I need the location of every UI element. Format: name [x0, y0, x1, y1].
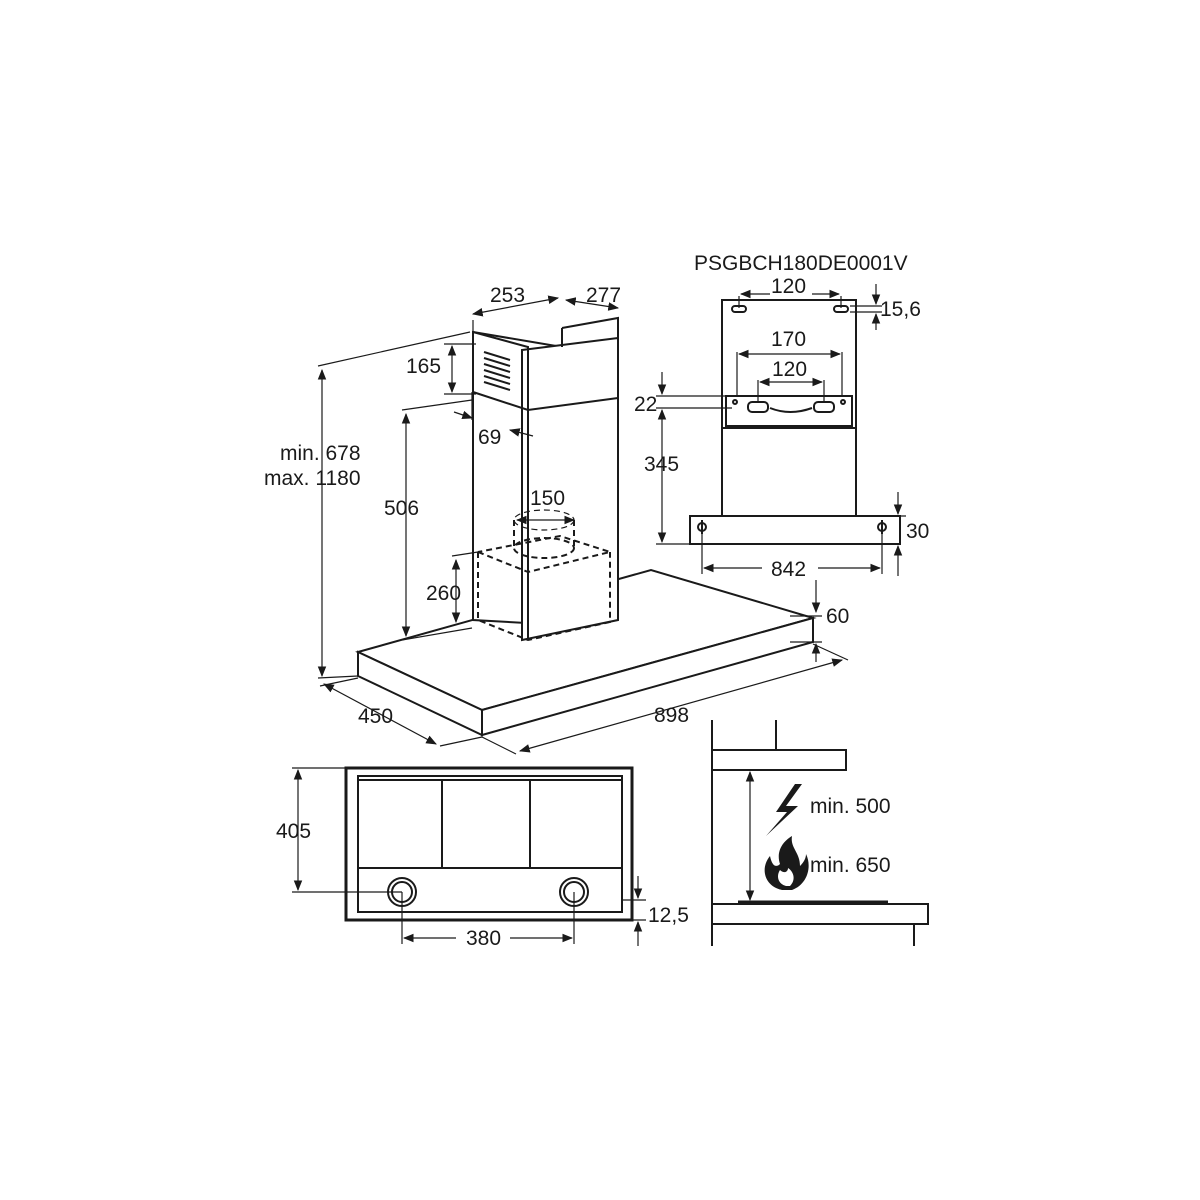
dim-top-hole-spacing: 120: [771, 275, 806, 298]
dim-bracket-height: 345: [644, 453, 679, 476]
dim-lower-chimney: 506: [384, 497, 419, 520]
plan-view: 405 380 12,5: [276, 766, 689, 950]
flame-icon: [764, 836, 809, 890]
main-isometric-view: 253 277 165 69 min. 678 max. 1180 506 15…: [264, 284, 849, 755]
dim-height-max: max. 1180: [264, 467, 361, 490]
lightning-icon: [766, 784, 802, 836]
dim-bracket-outer: 170: [771, 328, 806, 351]
dim-motor-height: 260: [426, 582, 461, 605]
chimney-joint: [472, 391, 619, 412]
dim-canopy-width: 898: [654, 704, 689, 727]
dim-top-hole-offset: 15,6: [880, 298, 921, 321]
dim-canopy-depth: 450: [358, 705, 393, 728]
canopy-section: [689, 515, 901, 545]
model-code: PSGBCH180DE0001V: [694, 252, 908, 275]
dim-bottom-hole-spacing: 842: [771, 558, 806, 581]
hob-side: [711, 903, 929, 925]
vent-slots: [483, 351, 511, 391]
bracket-view: PSGBCH180DE0001V 120 15,6: [634, 252, 929, 581]
dim-vent-offset: 69: [478, 426, 501, 449]
dim-plan-depth: 405: [276, 820, 311, 843]
canopy-outline: [344, 766, 634, 922]
dim-vent-height: 165: [406, 355, 441, 378]
dim-light-edge-offset: 12,5: [648, 904, 689, 927]
mounting-bracket: [725, 395, 853, 427]
dim-canopy-thickness: 60: [826, 605, 849, 628]
dim-outlet-diameter: 150: [530, 487, 565, 510]
dim-light-spacing: 380: [466, 927, 501, 950]
dim-chimney-depth: 253: [490, 284, 525, 307]
chimney-side: [521, 336, 619, 642]
hood-side: [711, 749, 847, 771]
dim-bottom-offset: 30: [906, 520, 929, 543]
clearance-view: min. 500 min. 650: [711, 720, 929, 946]
clearance-electric: min. 500: [810, 795, 891, 818]
clearance-gas: min. 650: [810, 854, 891, 877]
dim-chimney-width: 277: [586, 284, 621, 307]
dim-bracket-inner: 120: [772, 358, 807, 381]
dim-height-min: min. 678: [280, 442, 361, 465]
dim-bracket-offset: 22: [634, 393, 657, 416]
